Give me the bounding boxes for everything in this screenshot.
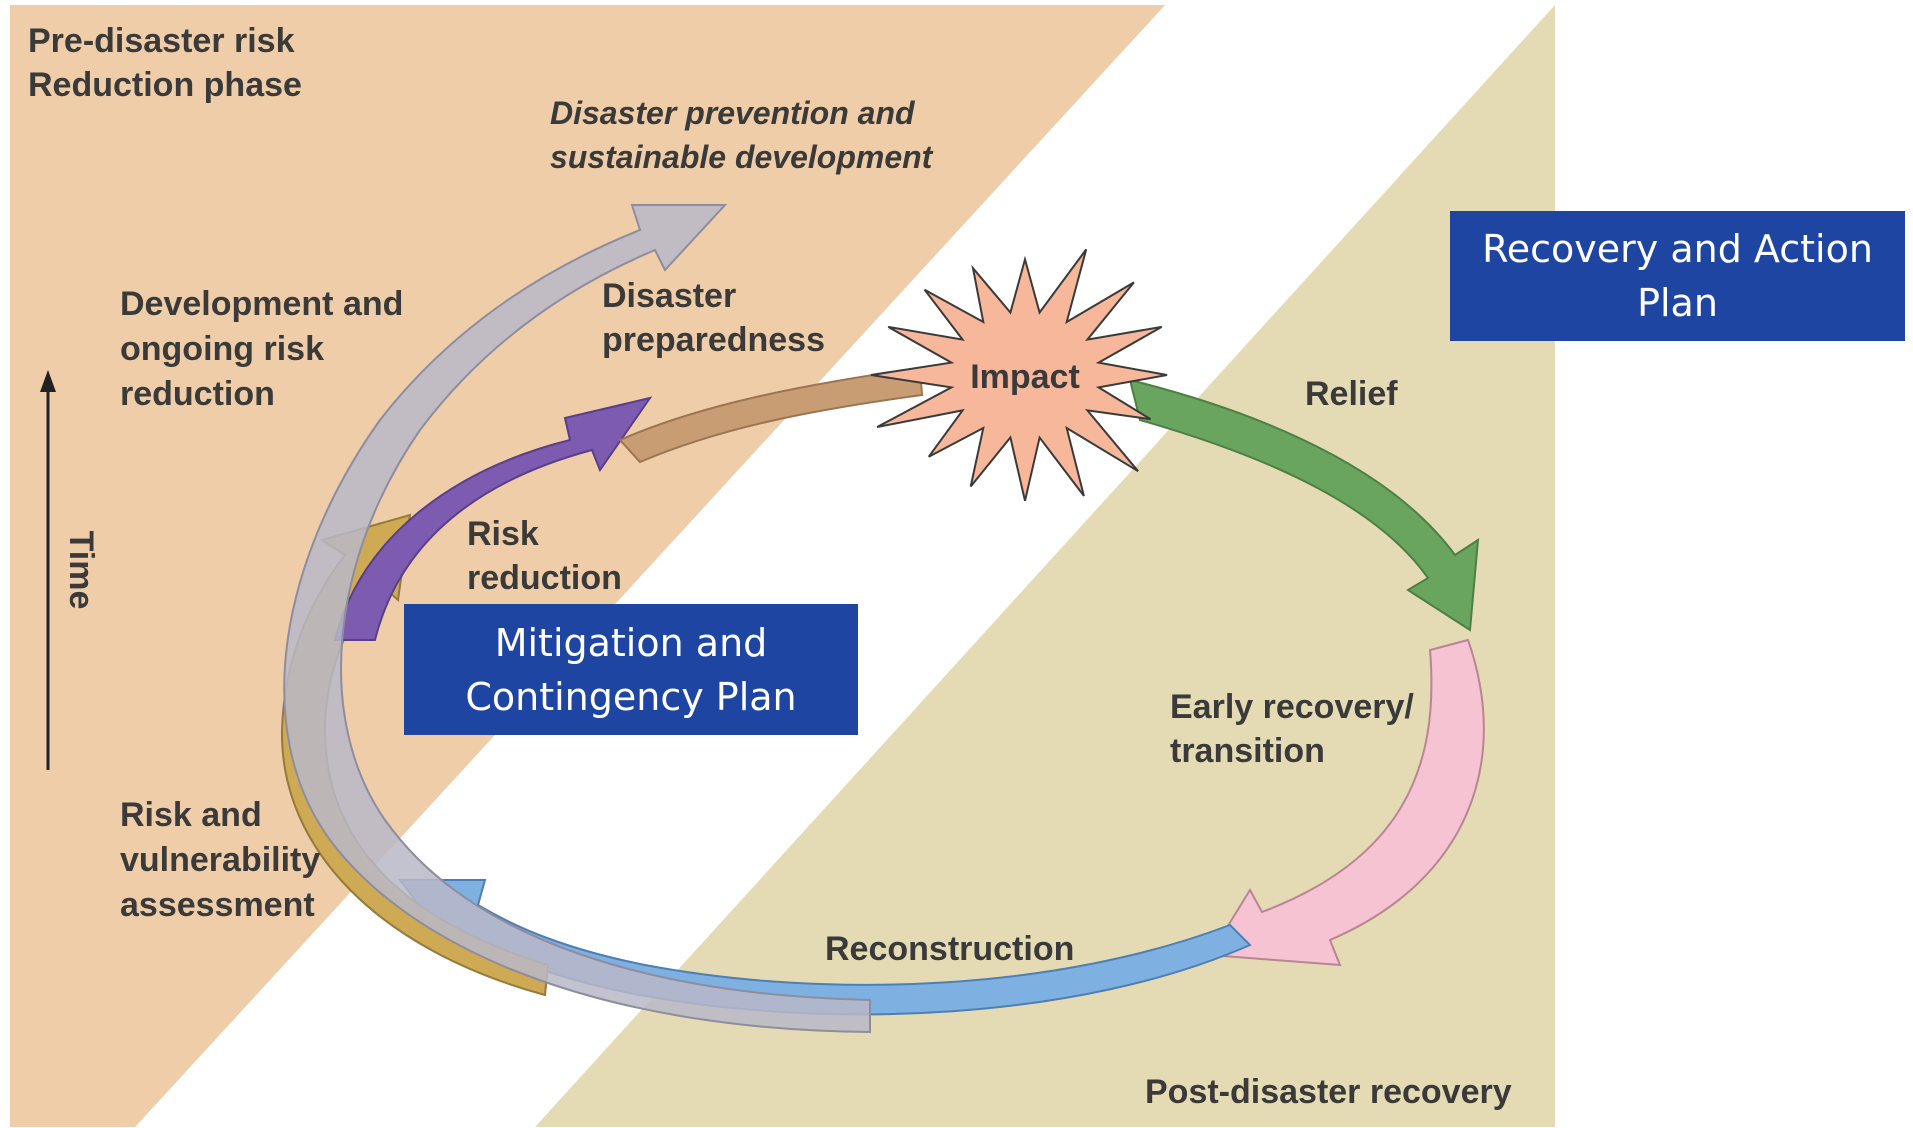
impact-label: Impact	[970, 358, 1080, 396]
pre-disaster-label: Pre-disaster risk Reduction phase	[28, 22, 304, 104]
recovery-action-plan-box: Recovery and Action Plan	[1450, 211, 1905, 341]
preparedness-label: Disaster preparedness	[602, 277, 825, 359]
risk-assessment-label: Risk and vulnerability assessment	[120, 796, 330, 924]
prevention-label: Disaster prevention and sustainable deve…	[550, 95, 934, 175]
time-axis-arrowhead	[40, 370, 56, 392]
relief-label: Relief	[1305, 375, 1398, 413]
pre-disaster-phase-background	[10, 5, 1165, 1127]
risk-reduction-label: Risk reduction	[467, 515, 622, 597]
mitigation-box-line1: Mitigation and	[494, 620, 768, 665]
risk-reduction-arrow	[333, 396, 653, 641]
recovery-box-line2: Plan	[1637, 281, 1718, 325]
early-recovery-label: Early recovery/ transition	[1170, 688, 1423, 770]
mitigation-box-line2: Contingency Plan	[465, 674, 797, 719]
development-label: Development and ongoing risk reduction	[120, 285, 413, 413]
time-axis-label: Time	[62, 531, 100, 610]
recovery-box-line1: Recovery and Action	[1482, 227, 1873, 271]
relief-arrow	[1128, 378, 1480, 632]
development-arrow	[283, 204, 871, 1034]
transition-white-band	[135, 5, 1555, 1127]
top-right-white-corner	[1555, 0, 1913, 5]
impact-star: Impact	[870, 248, 1168, 502]
reconstruction-label: Reconstruction	[825, 930, 1074, 968]
post-disaster-label: Post-disaster recovery	[1145, 1073, 1512, 1111]
mitigation-contingency-plan-box: Mitigation and Contingency Plan	[404, 604, 858, 735]
preparedness-arrow	[618, 366, 924, 464]
